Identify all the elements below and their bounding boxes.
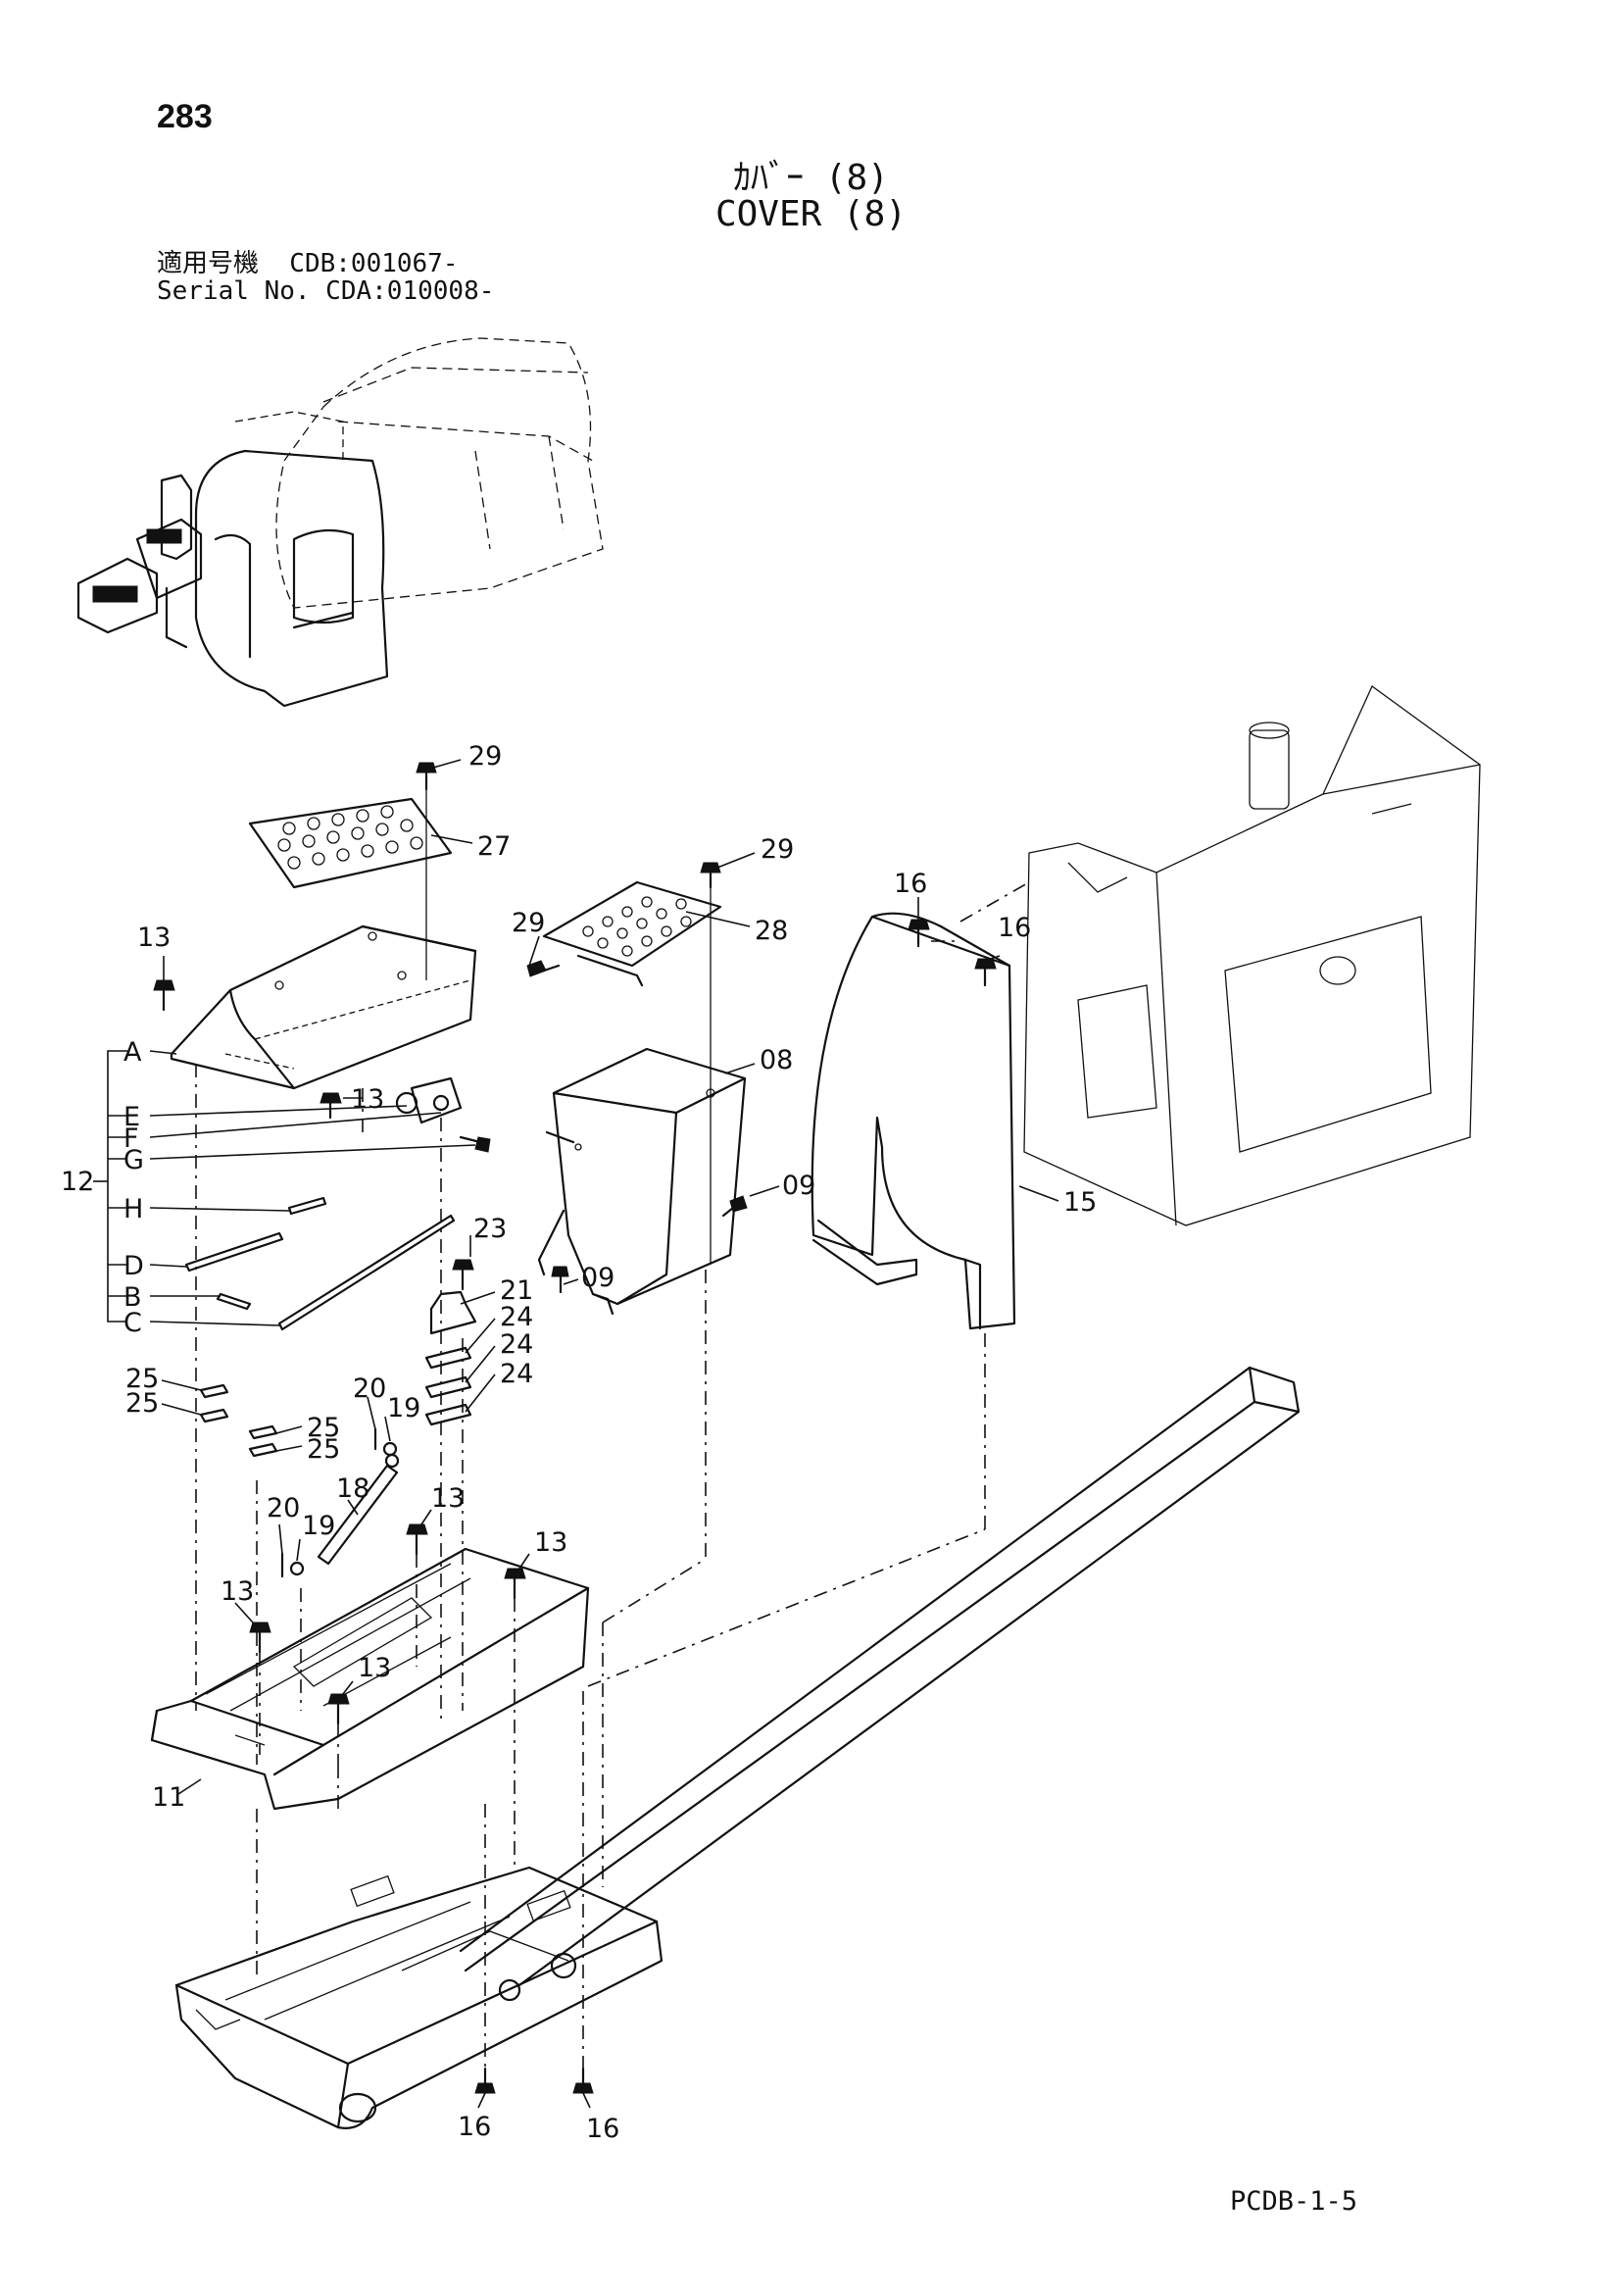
strip-d <box>184 1231 284 1273</box>
label-13-e: 13 <box>221 1576 254 1607</box>
step-plate-27 <box>248 797 453 889</box>
shim-24-c <box>424 1403 472 1426</box>
label-16-c: 16 <box>458 2112 491 2142</box>
label-F: F <box>123 1123 139 1154</box>
hinge-assembly-efg <box>395 1076 491 1153</box>
strip-c <box>277 1214 456 1331</box>
bolt-16-chassis-right <box>572 2067 594 2094</box>
serial-line-2: Serial No. CDA:010008- <box>157 276 495 306</box>
label-08: 08 <box>760 1045 793 1075</box>
title-english: COVER (8) <box>714 194 908 234</box>
base-11 <box>150 1547 590 1811</box>
label-24-c: 24 <box>500 1359 533 1389</box>
bolt-16-cover15-right <box>974 958 997 987</box>
pin-19-upper <box>382 1441 398 1457</box>
label-H: H <box>123 1194 143 1224</box>
cover-box-upper <box>170 924 477 1090</box>
excavator-overview-illustration <box>76 337 604 708</box>
label-16-d: 16 <box>586 2114 619 2144</box>
label-13-a: 13 <box>137 923 171 953</box>
shim-24-b <box>424 1375 472 1399</box>
strip-b <box>216 1292 252 1311</box>
label-16-b: 16 <box>998 913 1031 943</box>
label-25-d: 25 <box>307 1434 340 1465</box>
bolt-13-base-d <box>327 1693 350 1725</box>
step-plate-28 <box>542 880 722 987</box>
bolt-13-upper-left <box>153 979 175 1012</box>
label-12: 12 <box>61 1167 94 1197</box>
label-A: A <box>123 1037 142 1068</box>
pad-25-a <box>199 1383 229 1399</box>
label-D: D <box>123 1251 144 1281</box>
lower-chassis-illustration <box>174 1866 664 2129</box>
cover-15 <box>811 912 1016 1330</box>
label-C: C <box>123 1308 142 1338</box>
label-25-c: 25 <box>307 1413 340 1443</box>
title-japanese: ｶﾊﾞｰ (8) <box>733 158 889 198</box>
serial-number-block: 適用号機 CDB:001067-Serial No. CDA:010008- <box>157 250 494 305</box>
page-number: 283 <box>157 98 213 135</box>
bolt-13-upper-mid <box>319 1092 342 1120</box>
label-19-a: 19 <box>387 1393 420 1423</box>
fuel-tank-illustration <box>1023 685 1481 1226</box>
bolt-16-chassis-left <box>474 2067 496 2094</box>
bolt-13-base-a <box>406 1523 428 1556</box>
label-09-a: 09 <box>782 1171 815 1201</box>
label-25-a: 25 <box>125 1364 159 1394</box>
label-09-b: 09 <box>581 1263 614 1293</box>
pad-25-b <box>199 1408 229 1423</box>
label-24-a: 24 <box>500 1302 533 1332</box>
bracket-21 <box>429 1290 477 1335</box>
label-11: 11 <box>152 1782 185 1813</box>
label-29-c: 29 <box>512 908 545 938</box>
label-27: 27 <box>477 831 511 862</box>
bolt-13-base-c <box>249 1622 271 1654</box>
frame-beam <box>459 1366 1301 1987</box>
label-24-b: 24 <box>500 1329 533 1360</box>
assembly-lines <box>195 881 1030 2069</box>
label-B: B <box>123 1282 142 1313</box>
label-16-a: 16 <box>894 869 927 899</box>
bolt-23 <box>452 1259 474 1291</box>
label-G: G <box>123 1145 144 1175</box>
label-28: 28 <box>755 916 788 946</box>
cover-08 <box>537 1047 747 1316</box>
bolt-13-base-b <box>504 1568 526 1600</box>
label-21: 21 <box>500 1275 533 1306</box>
strip-h <box>287 1196 327 1216</box>
label-20-a: 20 <box>353 1373 386 1404</box>
bolt-09-right <box>721 1195 748 1218</box>
label-23: 23 <box>473 1214 507 1244</box>
gas-spring-18 <box>317 1453 400 1566</box>
label-13-f: 13 <box>358 1653 391 1683</box>
label-E: E <box>123 1102 140 1132</box>
bolt-09-lower <box>551 1266 569 1294</box>
label-13-d: 13 <box>534 1527 567 1558</box>
shim-24-a <box>424 1346 472 1370</box>
label-18: 18 <box>336 1473 369 1504</box>
leader-lines <box>93 759 1059 2109</box>
label-25-b: 25 <box>125 1388 159 1419</box>
label-20-b: 20 <box>267 1493 300 1523</box>
part-number-labels: 29 27 29 29 28 16 16 13 13 A E F G 12 H … <box>61 741 1097 2144</box>
bolt-16-cover15-left <box>908 919 930 948</box>
label-29-b: 29 <box>761 834 794 865</box>
label-29-a: 29 <box>468 741 502 772</box>
document-code: PCDB-1-5 <box>1230 2186 1358 2217</box>
serial-line-1: 適用号機 CDB:001067- <box>157 249 459 278</box>
bolt-29-top <box>416 762 437 791</box>
label-13-b: 13 <box>351 1084 384 1115</box>
label-15: 15 <box>1063 1187 1097 1218</box>
pin-19-lower <box>289 1561 305 1576</box>
label-13-c: 13 <box>431 1483 465 1514</box>
bolt-29-left <box>526 960 561 977</box>
label-19-b: 19 <box>302 1511 335 1541</box>
bolt-29-right <box>700 862 721 889</box>
pad-25-c <box>248 1424 278 1440</box>
pad-25-d <box>248 1442 278 1458</box>
